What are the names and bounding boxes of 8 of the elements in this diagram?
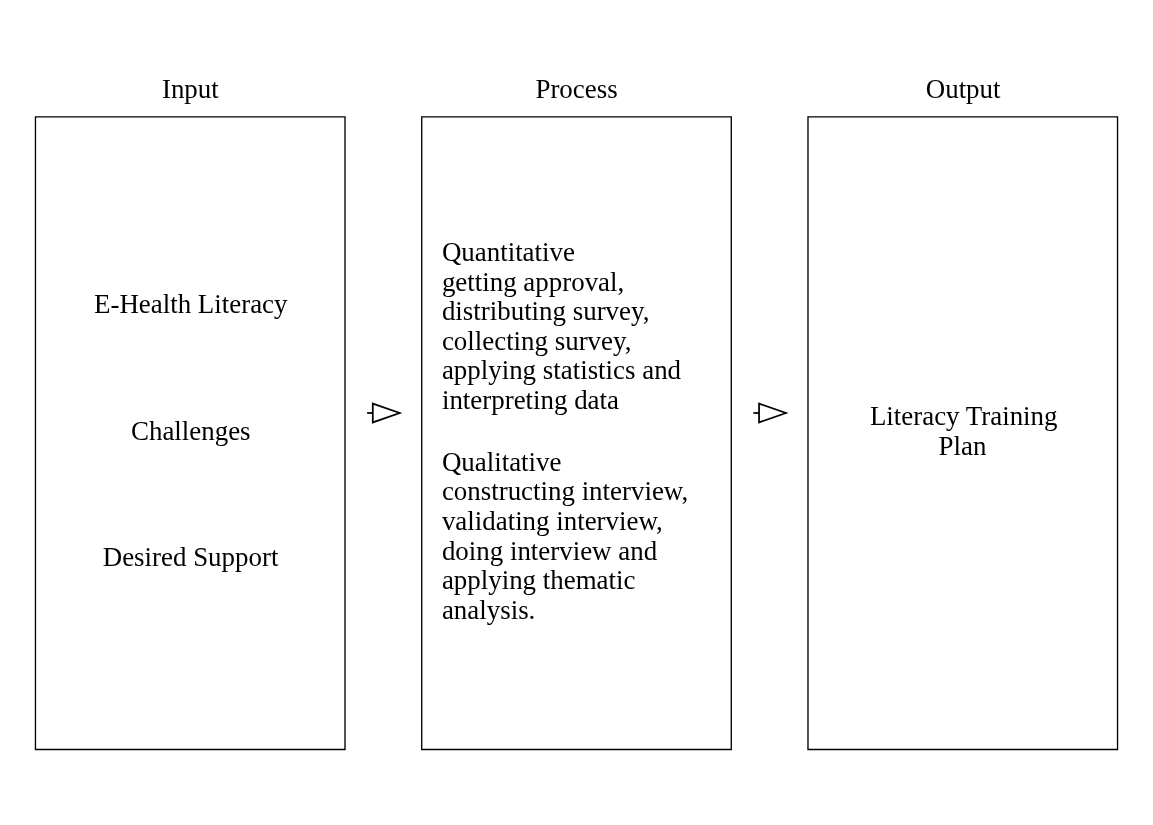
arrow (752, 401, 789, 424)
node-label: Process (535, 73, 618, 104)
node-label: Input (161, 73, 219, 104)
node-label: Output (925, 73, 1001, 104)
arrow (366, 401, 403, 424)
node-box: Quantitative getting approval, distributing survey, collecting survey, applying statistics and interpreting data Qualitative constructing interview, validating interview, doing interview and applying thematic analysis. (421, 115, 732, 750)
node-box: E-Health Literacy Challenges Desired Support (34, 115, 346, 750)
node-box: Literacy Training Plan (807, 115, 1119, 750)
